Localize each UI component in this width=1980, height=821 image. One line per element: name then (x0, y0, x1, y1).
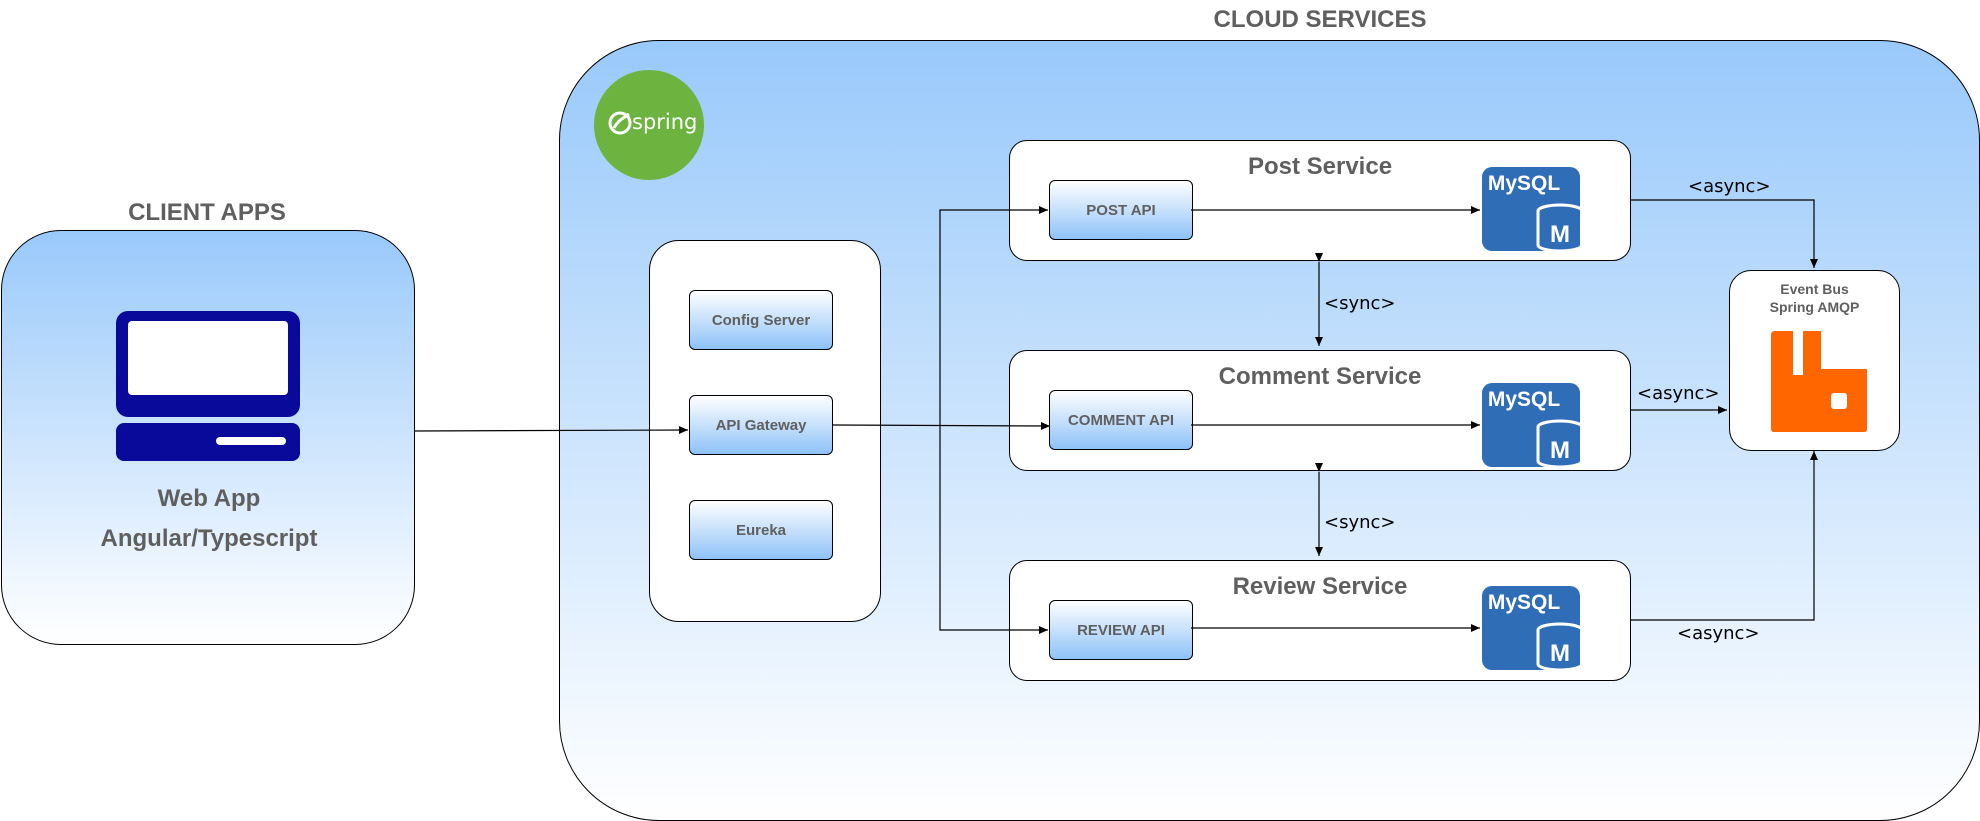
post-service: Post Service POST API MySQL M (1009, 140, 1631, 261)
async-label-post: <async> (1688, 176, 1771, 197)
sync-label-bottom: <sync> (1324, 512, 1396, 533)
comment-api-node[interactable]: COMMENT API (1049, 390, 1193, 450)
web-app-tech-label: Angular/Typescript (100, 525, 318, 552)
comment-service: Comment Service COMMENT API MySQL M (1009, 350, 1631, 471)
gateway-to-comment-edge (831, 421, 1051, 430)
cloud-services-title: CLOUD SERVICES (1213, 6, 1427, 33)
mysql-database-icon: MySQL M (1482, 167, 1580, 251)
async-review-edge (1630, 451, 1818, 621)
mysql-label: MySQL (1488, 591, 1561, 614)
review-service-title: Review Service (1232, 573, 1408, 600)
client-apps-container: Web App Angular/Typescript (1, 230, 415, 645)
eureka-node[interactable]: Eureka (689, 500, 833, 560)
event-bus-line2: Spring AMQP (1769, 299, 1860, 315)
api-gateway-node[interactable]: API Gateway (689, 395, 833, 455)
async-label-comment: <async> (1637, 383, 1720, 404)
svg-text:M: M (1550, 640, 1570, 667)
spring-leaf-icon (608, 111, 632, 135)
event-bus-title: Event Bus Spring AMQP (1730, 280, 1899, 316)
svg-text:M: M (1550, 221, 1570, 248)
sync-label-top: <sync> (1324, 293, 1396, 314)
review-service: Review Service REVIEW API MySQL M (1009, 560, 1631, 681)
post-service-title: Post Service (1247, 153, 1393, 180)
post-api-node[interactable]: POST API (1049, 180, 1193, 240)
event-bus-line1: Event Bus (1780, 281, 1849, 297)
gateway-to-post-edge (939, 206, 1048, 425)
config-server-node[interactable]: Config Server (689, 290, 833, 350)
review-api-node[interactable]: REVIEW API (1049, 600, 1193, 660)
client-to-gateway-edge (413, 426, 689, 435)
async-post-edge (1630, 199, 1818, 268)
comment-service-title: Comment Service (1218, 363, 1422, 390)
mysql-database-icon: MySQL M (1482, 383, 1580, 467)
computer-monitor-icon (116, 311, 300, 461)
web-app-label: Web App (157, 485, 261, 512)
mysql-label: MySQL (1488, 388, 1561, 411)
mysql-database-icon: MySQL M (1482, 586, 1580, 670)
async-label-review: <async> (1677, 623, 1760, 644)
event-bus-node[interactable]: Event Bus Spring AMQP (1729, 270, 1900, 451)
svg-text:M: M (1550, 437, 1570, 464)
client-apps-title: CLIENT APPS (128, 199, 286, 226)
mysql-label: MySQL (1488, 172, 1561, 195)
infrastructure-group: Config Server API Gateway Eureka (649, 240, 881, 622)
spring-logo: spring (594, 70, 704, 180)
spring-logo-text: spring (632, 110, 698, 134)
rabbitmq-icon (1771, 331, 1867, 432)
gateway-to-review-edge (939, 425, 1048, 634)
